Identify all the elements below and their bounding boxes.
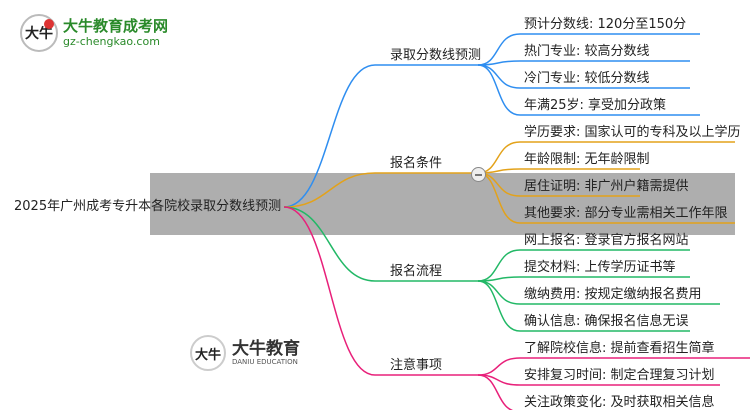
connector xyxy=(477,276,690,282)
leaf-node[interactable]: 居住证明: 非广州户籍需提供 xyxy=(524,179,689,194)
leaf-node[interactable]: 冷门专业: 较低分数线 xyxy=(524,71,650,86)
branch-node[interactable]: 注意事项 xyxy=(390,358,443,373)
connector xyxy=(477,249,690,282)
connector xyxy=(283,172,478,208)
leaf-node[interactable]: 热门专业: 较高分数线 xyxy=(524,44,650,59)
leaf-node[interactable]: 年满25岁: 享受加分政策 xyxy=(524,98,667,113)
leaf-node[interactable]: 安排复习时间: 制定合理复习计划 xyxy=(524,368,715,383)
leaf-node[interactable]: 缴纳费用: 按规定缴纳报名费用 xyxy=(524,287,702,302)
logo-url: gz-chengkao.com xyxy=(63,35,160,48)
connector xyxy=(477,64,690,89)
branch-node[interactable]: 录取分数线预测 xyxy=(390,48,482,63)
connector xyxy=(477,357,750,376)
connector xyxy=(477,280,720,305)
watermark-sub: DANIU EDUCATION xyxy=(232,358,298,366)
leaf-node[interactable]: 预计分数线: 120分至150分 xyxy=(524,17,687,32)
leaf-node[interactable]: 其他要求: 部分专业需相关工作年限 xyxy=(524,206,728,221)
connector xyxy=(283,64,478,208)
connector xyxy=(283,206,478,282)
connector xyxy=(477,168,640,174)
branch-node[interactable]: 报名流程 xyxy=(390,264,443,279)
watermark: 大牛 大牛教育 DANIU EDUCATION xyxy=(190,335,300,371)
collapse-toggle-icon[interactable] xyxy=(471,167,486,182)
watermark-mark: 大牛 xyxy=(190,335,226,371)
site-logo: 大牛 大牛教育成考网 gz-chengkao.com xyxy=(20,14,168,52)
connector xyxy=(477,374,514,410)
leaf-node[interactable]: 网上报名: 登录官方报名网站 xyxy=(524,233,689,248)
connector xyxy=(477,64,700,116)
root-node[interactable]: 2025年广州成考专升本各院校录取分数线预测 xyxy=(14,199,282,214)
leaf-node[interactable]: 确认信息: 确保报名信息无误 xyxy=(524,314,689,329)
watermark-name: 大牛教育 xyxy=(232,339,300,359)
leaf-node[interactable]: 学历要求: 国家认可的专科及以上学历 xyxy=(524,125,741,140)
leaf-node[interactable]: 了解院校信息: 提前查看招生简章 xyxy=(524,341,715,356)
connector xyxy=(477,280,690,332)
connector xyxy=(477,33,700,66)
gray-overlay xyxy=(150,173,735,235)
logo-mark: 大牛 xyxy=(20,14,58,52)
leaf-node[interactable]: 提交材料: 上传学历证书等 xyxy=(524,260,676,275)
branch-node[interactable]: 报名条件 xyxy=(390,156,443,171)
leaf-node[interactable]: 关注政策变化: 及时获取相关信息 xyxy=(524,395,715,410)
logo-name: 大牛教育成考网 xyxy=(63,17,169,35)
connector xyxy=(477,60,690,66)
connector xyxy=(283,206,478,376)
leaf-node[interactable]: 年龄限制: 无年龄限制 xyxy=(524,152,650,167)
